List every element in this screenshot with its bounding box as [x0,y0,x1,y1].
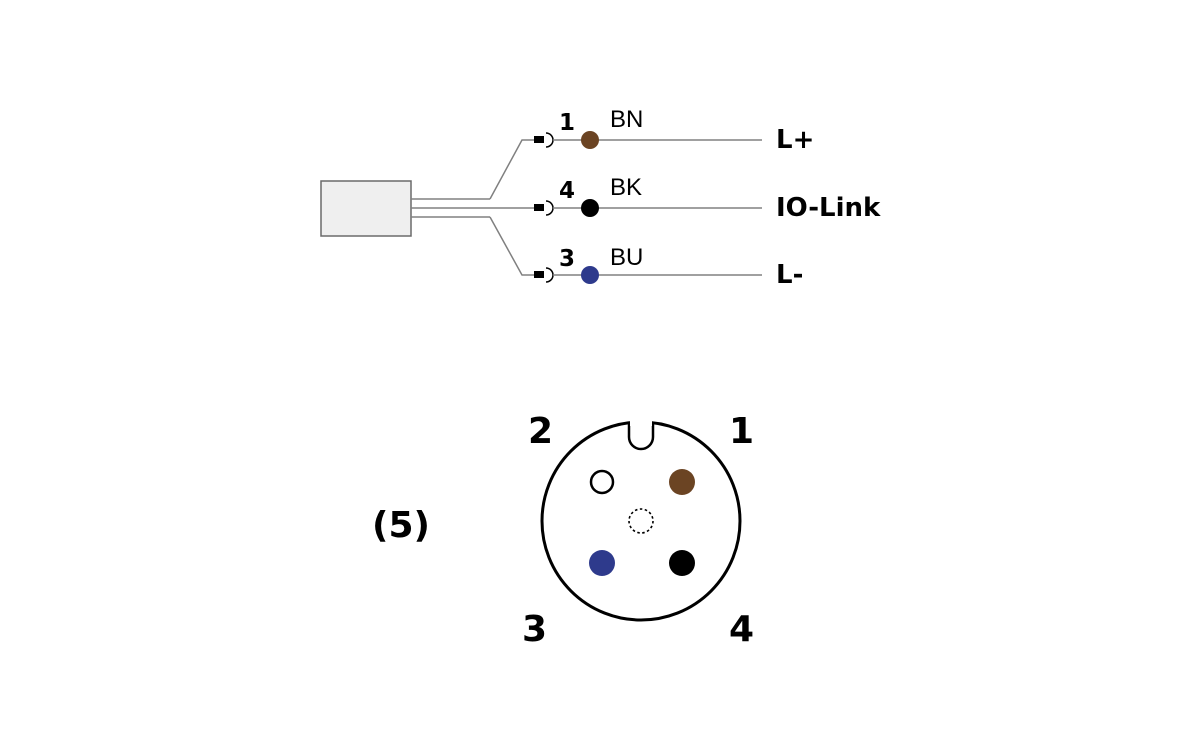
signal-label: L+ [776,125,814,155]
wire-color-code: BN [610,106,643,133]
connector-pin-label-4: 4 [729,609,754,650]
pin-4-black [669,550,695,576]
pin-number: 4 [559,178,575,204]
connector-reference: (5) [372,505,430,546]
pin-2-empty [589,469,615,495]
wire-color-dot [581,131,599,149]
pin-5-center-dashed [628,508,654,534]
signal-label: L- [776,260,803,290]
pin-number: 3 [559,246,575,272]
wire-row-3: 3 BU L- [534,244,803,290]
keying-notch-mask [630,420,652,426]
socket-icon [545,132,554,148]
cable-branch-top [489,139,540,200]
connector-pin-label-1: 1 [729,411,754,452]
plug-contact-icon [534,136,544,143]
pin-1-brown [669,469,695,495]
socket-icon [545,200,554,216]
connector-pin-label-2: 2 [528,411,553,452]
signal-label: IO-Link [776,193,881,223]
keying-notch [627,424,655,451]
wire-color-code: BU [610,244,643,271]
wire-color-dot [581,199,599,217]
wire-color-dot [581,266,599,284]
connector-pin-label-3: 3 [522,609,547,650]
pin-3-blue [589,550,615,576]
wire-row-4: 4 BK IO-Link [534,174,881,223]
connector-face: 2 1 3 4 [522,411,754,650]
cable-branch-bottom [489,216,540,276]
plug-contact-icon [534,271,544,278]
socket-icon [545,267,554,283]
pin-number: 1 [559,110,575,136]
sensor-housing [320,180,412,237]
wire-color-code: BK [610,174,642,201]
wire-row-1: 1 BN L+ [534,106,814,155]
plug-contact-icon [534,204,544,211]
